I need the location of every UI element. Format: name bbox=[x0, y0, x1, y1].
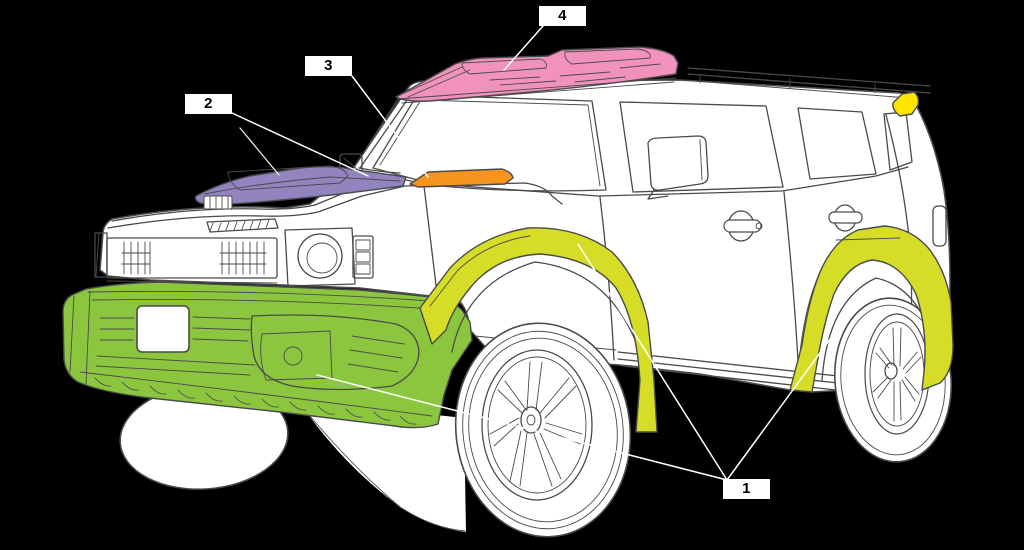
callout-3[interactable]: 3 bbox=[305, 56, 352, 76]
leader-1-rear-flare bbox=[726, 315, 848, 481]
front-wheel-arch-lip bbox=[451, 261, 637, 353]
hood-cover-part[interactable] bbox=[194, 165, 407, 210]
callout-4[interactable]: 4 bbox=[539, 6, 586, 26]
leader-lines bbox=[231, 25, 848, 481]
antenna bbox=[239, 127, 280, 176]
beltline bbox=[367, 166, 909, 197]
side-marker-stack bbox=[352, 235, 374, 279]
front-grille bbox=[94, 218, 374, 287]
front-wheel-spokes bbox=[489, 361, 583, 487]
fog-light-scoop bbox=[250, 314, 420, 391]
hood-scoop-vent bbox=[203, 195, 233, 210]
rear-fin-part[interactable] bbox=[892, 91, 920, 117]
leader-4 bbox=[503, 25, 544, 71]
front-bumper-part[interactable] bbox=[62, 281, 473, 429]
rear-fender-flare-part[interactable] bbox=[789, 225, 954, 393]
side-mirror bbox=[647, 135, 709, 200]
underbody bbox=[298, 400, 466, 532]
callout-2[interactable]: 2 bbox=[185, 94, 232, 114]
rear-wheel-spokes bbox=[872, 327, 922, 422]
license-plate bbox=[136, 305, 190, 353]
callout-1[interactable]: 1 bbox=[723, 479, 770, 499]
front-fender-flare-part[interactable] bbox=[419, 227, 658, 433]
cowl-trim-part[interactable] bbox=[409, 168, 514, 188]
roof-rack-part[interactable] bbox=[395, 46, 679, 104]
hood-lip-line bbox=[111, 187, 357, 222]
skid-plate-serration bbox=[79, 371, 433, 425]
headlight bbox=[284, 227, 356, 287]
leader-3 bbox=[351, 75, 429, 178]
roof-rails bbox=[681, 67, 931, 99]
front-wheel bbox=[454, 322, 632, 538]
hood-vent-strip bbox=[206, 218, 279, 233]
cowl-shutline bbox=[361, 182, 563, 205]
leader-2 bbox=[231, 112, 369, 177]
door-handle-rear bbox=[828, 204, 863, 232]
door-handle-front bbox=[723, 210, 763, 242]
fender-line bbox=[107, 195, 363, 229]
taillight bbox=[932, 205, 947, 247]
leader-1-front-flare bbox=[577, 243, 728, 481]
leader-1-bumper bbox=[316, 374, 728, 481]
rear-door-seam bbox=[783, 191, 800, 379]
rear-wheel bbox=[833, 297, 953, 463]
